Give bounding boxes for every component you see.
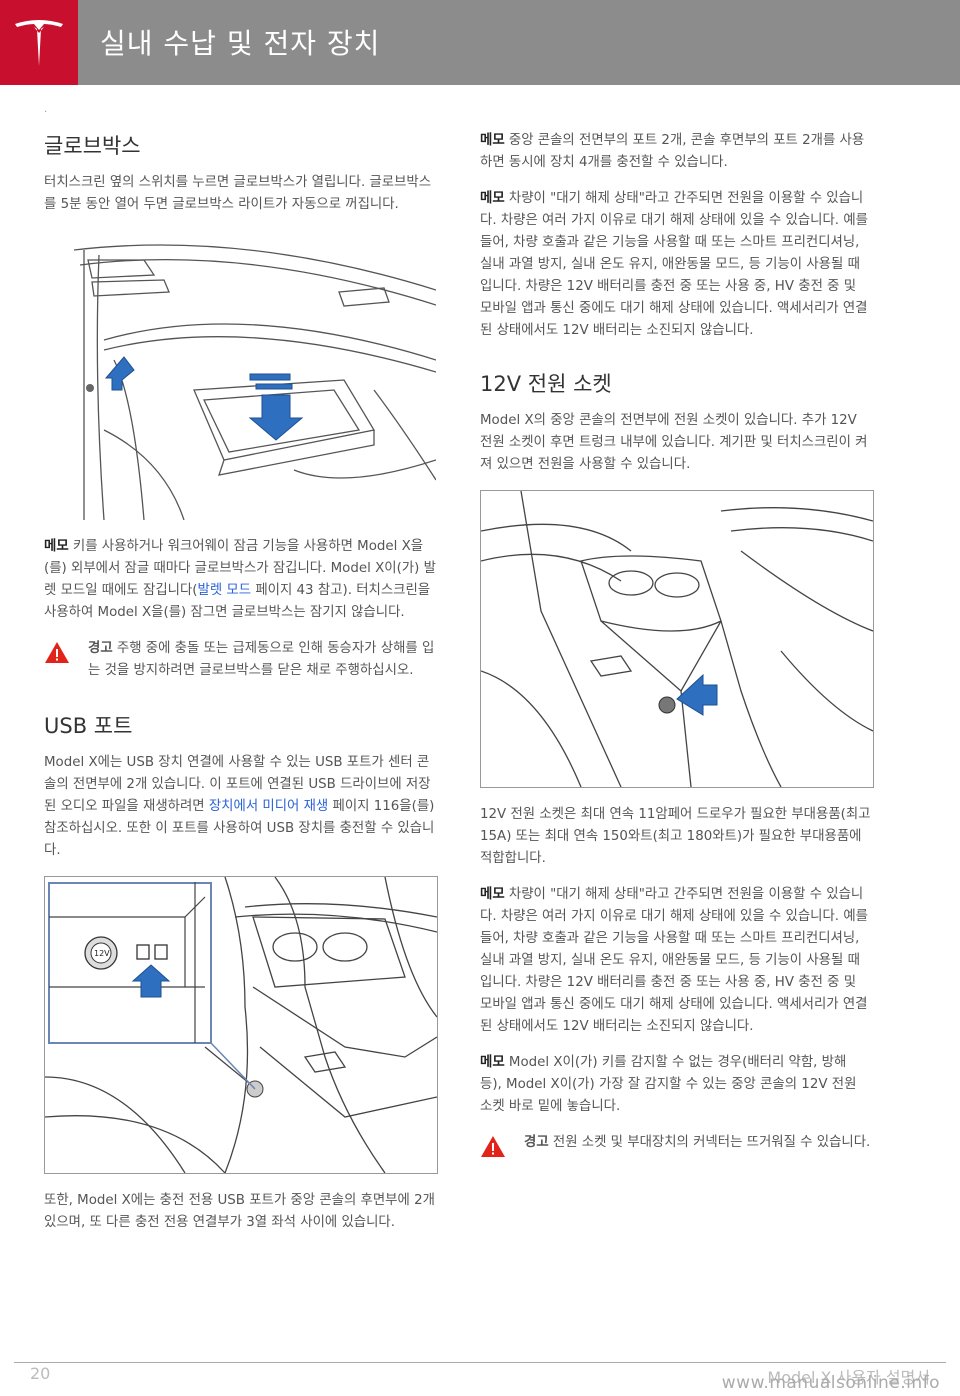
socket-note-key: 메모 Model X이(가) 키를 감지할 수 없는 경우(배터리 약함, 방해… xyxy=(480,1055,857,1114)
usb-paragraph-2: 또한, Model X에는 충전 전용 USB 포트가 중앙 콘솔의 후면부에 … xyxy=(44,1193,435,1230)
watermark: www.manualsonline.info xyxy=(721,1373,940,1393)
warning-label: 경고 xyxy=(88,641,113,656)
page-number: 20 xyxy=(30,1364,51,1383)
page-header: 실내 수납 및 전자 장치 xyxy=(0,0,960,85)
note-ports: 메모 중앙 콘솔의 전면부의 포트 2개, 콘솔 후면부의 포트 2개를 사용하… xyxy=(480,133,865,170)
usb-heading: USB 포트 xyxy=(44,714,133,738)
glovebox-illustration xyxy=(44,230,437,521)
note-label: 메모 xyxy=(44,539,69,554)
tesla-logo xyxy=(0,0,78,85)
up-arrow-icon xyxy=(131,964,171,998)
usb-paragraph: Model X에는 USB 장치 연결에 사용할 수 있는 USB 포트가 센터… xyxy=(44,755,435,858)
note-wake-state: 메모 차량이 "대기 해제 상태"라고 간주되면 전원을 이용할 수 있습니다.… xyxy=(480,191,868,338)
glovebox-paragraph: 터치스크린 옆의 스위치를 누르면 글로브박스가 열립니다. 글로브박스를 5분… xyxy=(44,175,432,212)
glovebox-heading: 글로브박스 xyxy=(44,134,141,158)
media-playback-link[interactable]: 장치에서 미디어 재생 xyxy=(208,799,329,814)
manual-title: Model X 사용자 설명서 xyxy=(767,1368,930,1387)
socket-paragraph: Model X의 중앙 콘솔의 전면부에 전원 소켓이 있습니다. 추가 12V… xyxy=(480,413,868,472)
warning-icon xyxy=(45,642,69,663)
tesla-t-icon xyxy=(15,20,63,66)
left-column: 글로브박스 터치스크린 옆의 스위치를 누르면 글로브박스가 열립니다. 글로브… xyxy=(44,130,438,1248)
valet-mode-link[interactable]: 발렛 모드 xyxy=(197,583,252,598)
left-arrow-icon xyxy=(676,673,718,716)
warning-icon xyxy=(481,1136,505,1157)
socket-illustration xyxy=(480,490,874,788)
socket-paragraph-2: 12V 전원 소켓은 최대 연속 11암페어 드로우가 필요한 부대용품(최고 … xyxy=(480,807,871,866)
usb-illustration: 12V xyxy=(44,876,438,1174)
marker-dot: . xyxy=(44,104,48,115)
socket-warning: 경고 전원 소켓 및 부대장치의 커넥터는 뜨거워질 수 있습니다. xyxy=(480,1132,872,1157)
right-column: 메모 중앙 콘솔의 전면부의 포트 2개, 콘솔 후면부의 포트 2개를 사용하… xyxy=(480,130,874,1168)
glovebox-warning: 경고 주행 중에 충돌 또는 급제동으로 인해 동승자가 상해를 입는 것을 방… xyxy=(44,638,436,682)
page-title: 실내 수납 및 전자 장치 xyxy=(100,27,381,60)
footer-divider xyxy=(14,1362,946,1363)
socket-heading: 12V 전원 소켓 xyxy=(480,372,612,396)
socket-label: 12V xyxy=(94,949,110,958)
socket-note-wake-state: 메모 차량이 "대기 해제 상태"라고 간주되면 전원을 이용할 수 있습니다.… xyxy=(480,887,868,1034)
glovebox-note: 메모 키를 사용하거나 워크어웨이 잠금 기능을 사용하면 Model X을(를… xyxy=(44,539,436,620)
